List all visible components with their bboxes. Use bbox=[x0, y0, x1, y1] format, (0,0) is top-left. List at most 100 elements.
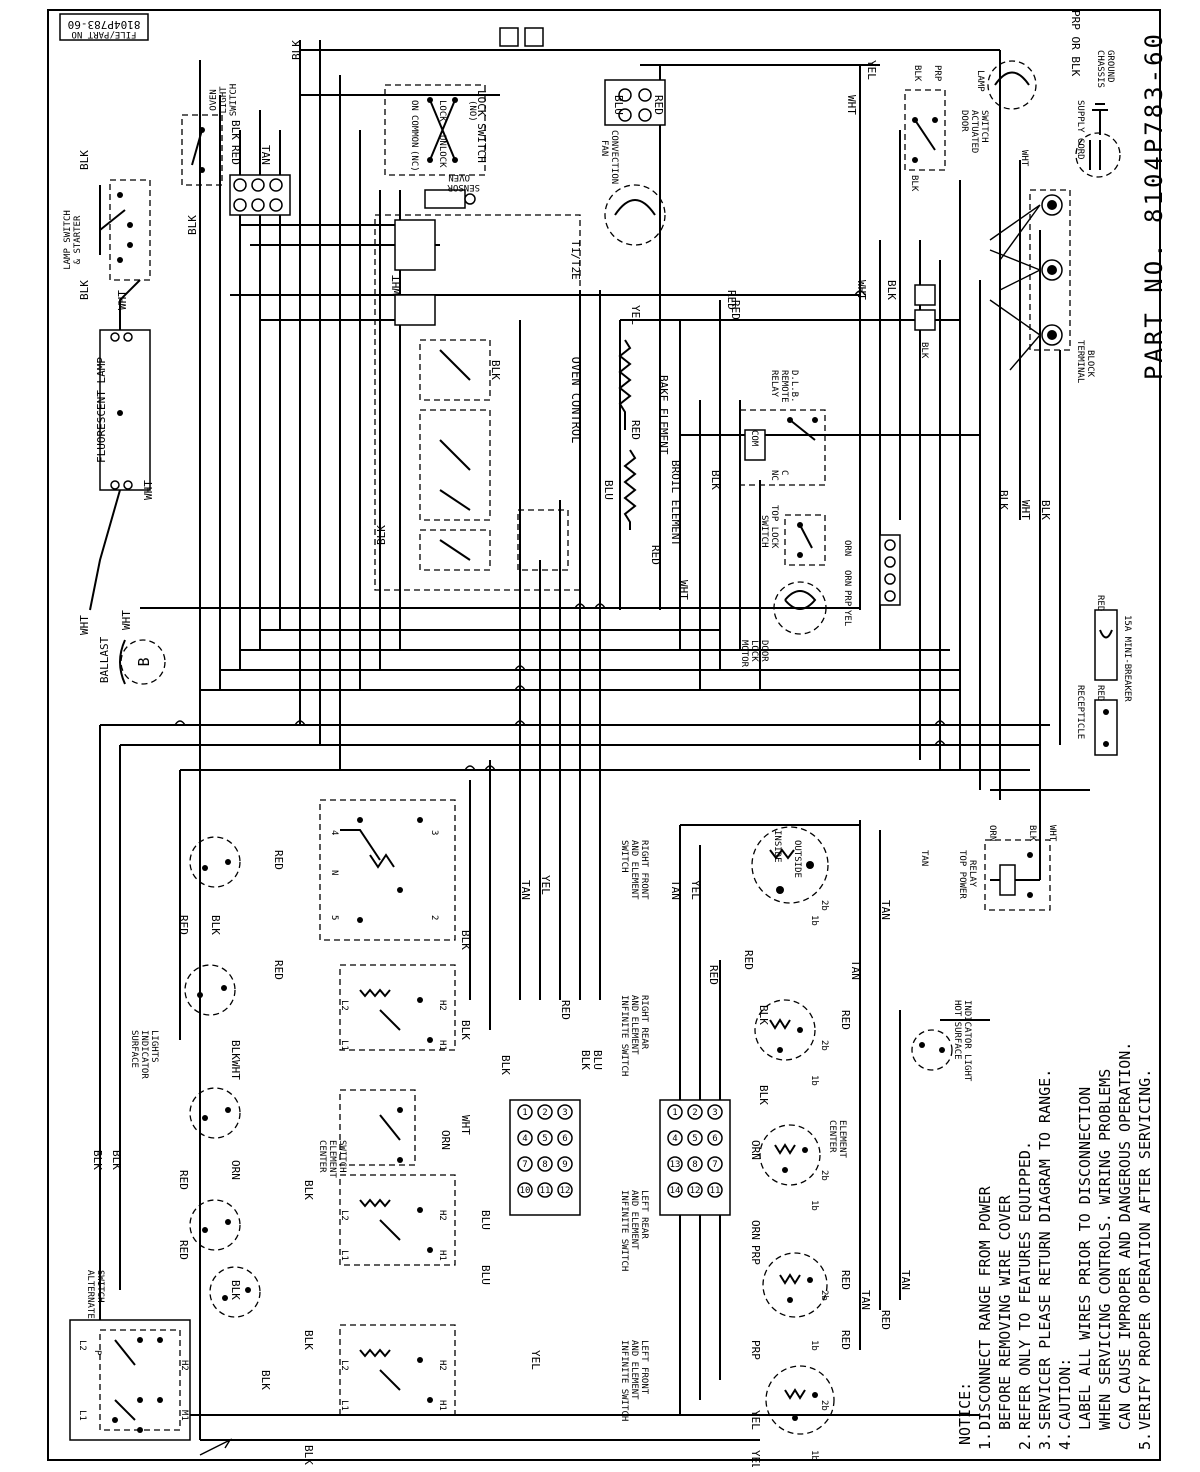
svg-text:BLU: BLU bbox=[591, 1050, 604, 1070]
svg-text:BLK: BLK bbox=[909, 175, 919, 192]
svg-text:ORN: ORN bbox=[842, 540, 852, 556]
svg-text:9: 9 bbox=[562, 1160, 567, 1170]
svg-text:TAN: TAN bbox=[919, 850, 929, 866]
svg-text:3.: 3. bbox=[1036, 1432, 1054, 1450]
svg-text:BLOCK: BLOCK bbox=[1085, 350, 1095, 378]
svg-text:2b: 2b bbox=[819, 900, 829, 911]
element-left-rear bbox=[762, 1252, 828, 1318]
oven-control: OVEN CONTROL T1/T2E BLK BLK WHT bbox=[374, 214, 583, 591]
svg-text:YEL: YEL bbox=[842, 610, 852, 626]
svg-text:RED: RED bbox=[1095, 685, 1105, 701]
svg-text:ORN: ORN bbox=[749, 1220, 762, 1240]
supply-cord: SUPPLY CORD CHASSIS GROUND bbox=[1075, 50, 1121, 178]
svg-text:RED: RED bbox=[177, 1240, 190, 1260]
svg-text:OUTSIDE: OUTSIDE bbox=[792, 840, 802, 878]
svg-text:BLK: BLK bbox=[489, 360, 502, 380]
wire-bus-horizontal bbox=[100, 49, 1090, 1441]
svg-text:BLK: BLK bbox=[499, 1055, 512, 1075]
svg-text:BLK: BLK bbox=[302, 1330, 315, 1350]
svg-text:TOP LOCK: TOP LOCK bbox=[769, 505, 779, 549]
svg-text:4: 4 bbox=[329, 830, 339, 835]
svg-text:L2: L2 bbox=[339, 1000, 349, 1011]
svg-text:RED: RED bbox=[879, 1310, 892, 1330]
svg-text:2.: 2. bbox=[1016, 1432, 1034, 1450]
svg-text:3: 3 bbox=[562, 1108, 567, 1118]
svg-text:8: 8 bbox=[692, 1160, 697, 1170]
svg-text:RED: RED bbox=[1095, 595, 1105, 611]
svg-text:BLK: BLK bbox=[229, 1040, 242, 1060]
svg-text:SWITCH: SWITCH bbox=[979, 110, 989, 143]
svg-text:BLU: BLU bbox=[602, 480, 615, 500]
file-part-value: 8104P783-60 bbox=[68, 18, 141, 31]
svg-text:2b: 2b bbox=[819, 1040, 829, 1051]
svg-text:TAN: TAN bbox=[519, 880, 532, 900]
motor-terminal-block bbox=[879, 534, 901, 606]
svg-text:11: 11 bbox=[710, 1186, 721, 1196]
svg-text:BLU: BLU bbox=[612, 95, 625, 115]
svg-text:L2: L2 bbox=[339, 1210, 349, 1221]
svg-text:2: 2 bbox=[692, 1108, 697, 1118]
svg-text:10: 10 bbox=[520, 1186, 531, 1196]
svg-text:2: 2 bbox=[429, 915, 439, 920]
svg-text:M1: M1 bbox=[179, 1410, 189, 1421]
wire-crossovers bbox=[174, 290, 946, 771]
surface-elements-right: 2b 2b 2b 2b 2b 1b 1b 1b 1b 1b CENTER ELE… bbox=[669, 826, 912, 1470]
svg-text:BLU: BLU bbox=[479, 1210, 492, 1230]
svg-text:H1: H1 bbox=[437, 1250, 447, 1261]
ballast: B BALLAST WHT WHT bbox=[78, 610, 166, 685]
surface-indicator-lights: SURFACE INDICATOR LIGHTS RED RED RED RED… bbox=[91, 836, 285, 1390]
svg-text:RED: RED bbox=[629, 420, 642, 440]
notice-item-4c: WHEN SERVICING CONTROLS. WIRING PROBLEMS bbox=[1096, 1069, 1114, 1430]
svg-text:SWITCH: SWITCH bbox=[229, 84, 239, 117]
notice-item-1: DISCONNECT RANGE FROM POWER bbox=[976, 1185, 994, 1430]
svg-text:FAN: FAN bbox=[599, 140, 609, 156]
svg-text:LIGHTS: LIGHTS bbox=[149, 1030, 159, 1063]
infinite-switches-left: 4 3 N 5 2 L2 L1 H2 H1 L2 L1 H2 H1 L2 L1 … bbox=[302, 799, 604, 1465]
svg-text:2b: 2b bbox=[819, 1170, 829, 1181]
svg-text:BLK: BLK bbox=[757, 1085, 770, 1105]
schematic-body: FILE/PART NO 8104P783-60 FLUORESCENT LAM… bbox=[59, 10, 1132, 1470]
lock-switch: ON LOCK COMMON UNLOCK (NC) (NO) LOCK SWI… bbox=[229, 84, 488, 176]
svg-text:TAN: TAN bbox=[849, 960, 862, 980]
svg-text:AND ELEMENT: AND ELEMENT bbox=[629, 840, 639, 900]
svg-text:BAKE ELEMENT: BAKE ELEMENT bbox=[657, 375, 670, 455]
svg-text:TERMINAL: TERMINAL bbox=[1075, 340, 1085, 383]
svg-text:RELAY: RELAY bbox=[769, 370, 779, 398]
svg-text:BLK: BLK bbox=[912, 65, 922, 82]
svg-text:LIGHT: LIGHT bbox=[219, 86, 229, 114]
svg-text:ORN: ORN bbox=[842, 570, 852, 586]
svg-text:ALTERNATE: ALTERNATE bbox=[85, 1270, 95, 1319]
svg-text:H2: H2 bbox=[437, 1210, 447, 1221]
svg-text:GROUND: GROUND bbox=[1105, 50, 1115, 83]
svg-text:INSIDE: INSIDE bbox=[772, 830, 782, 863]
svg-text:BLK: BLK bbox=[78, 280, 91, 300]
svg-text:LEFT FRONT: LEFT FRONT bbox=[639, 1340, 649, 1395]
notice-item-4: CAUTION: bbox=[1056, 1358, 1074, 1430]
svg-text:(NC): (NC) bbox=[409, 150, 419, 172]
svg-text:H1: H1 bbox=[437, 1040, 447, 1051]
svg-text:ORN: ORN bbox=[987, 825, 997, 841]
svg-text:6: 6 bbox=[562, 1134, 567, 1144]
indicator-light-1 bbox=[189, 836, 241, 888]
notice-item-4d: CAN CAUSE IMPROPER AND DANGEROUS OPERATI… bbox=[1116, 1042, 1134, 1430]
connector-block-left: 1 2 3 4 5 6 7 8 9 10 11 12 bbox=[509, 1099, 581, 1216]
svg-text:2b: 2b bbox=[819, 1290, 829, 1301]
svg-text:WHT: WHT bbox=[120, 610, 133, 630]
terminal-block: TERMINAL BLOCK BLK bbox=[914, 189, 1095, 383]
svg-text:L1: L1 bbox=[339, 1250, 349, 1261]
svg-text:YEL: YEL bbox=[629, 305, 642, 325]
svg-text:BLK: BLK bbox=[1039, 500, 1052, 520]
svg-text:BLK: BLK bbox=[459, 1020, 472, 1040]
svg-text:4: 4 bbox=[672, 1134, 677, 1144]
svg-text:BLK: BLK bbox=[110, 1150, 123, 1170]
svg-text:RED: RED bbox=[839, 1010, 852, 1030]
svg-text:ELEMENT: ELEMENT bbox=[327, 1140, 337, 1179]
svg-text:LEFT REAR: LEFT REAR bbox=[639, 1190, 649, 1239]
svg-text:BLK: BLK bbox=[229, 1280, 242, 1300]
svg-text:REMOTE: REMOTE bbox=[779, 370, 789, 403]
wire-color-tags-upper: YEL WHT WHT BLK RED BLK WHT BLK PRP OR B… bbox=[499, 10, 1082, 520]
svg-text:1b: 1b bbox=[809, 1075, 819, 1086]
fluorescent-lamp bbox=[99, 329, 151, 491]
notice: NOTICE: 1. DISCONNECT RANGE FROM POWER B… bbox=[956, 1042, 1154, 1450]
terminal-strip-top bbox=[229, 174, 291, 216]
